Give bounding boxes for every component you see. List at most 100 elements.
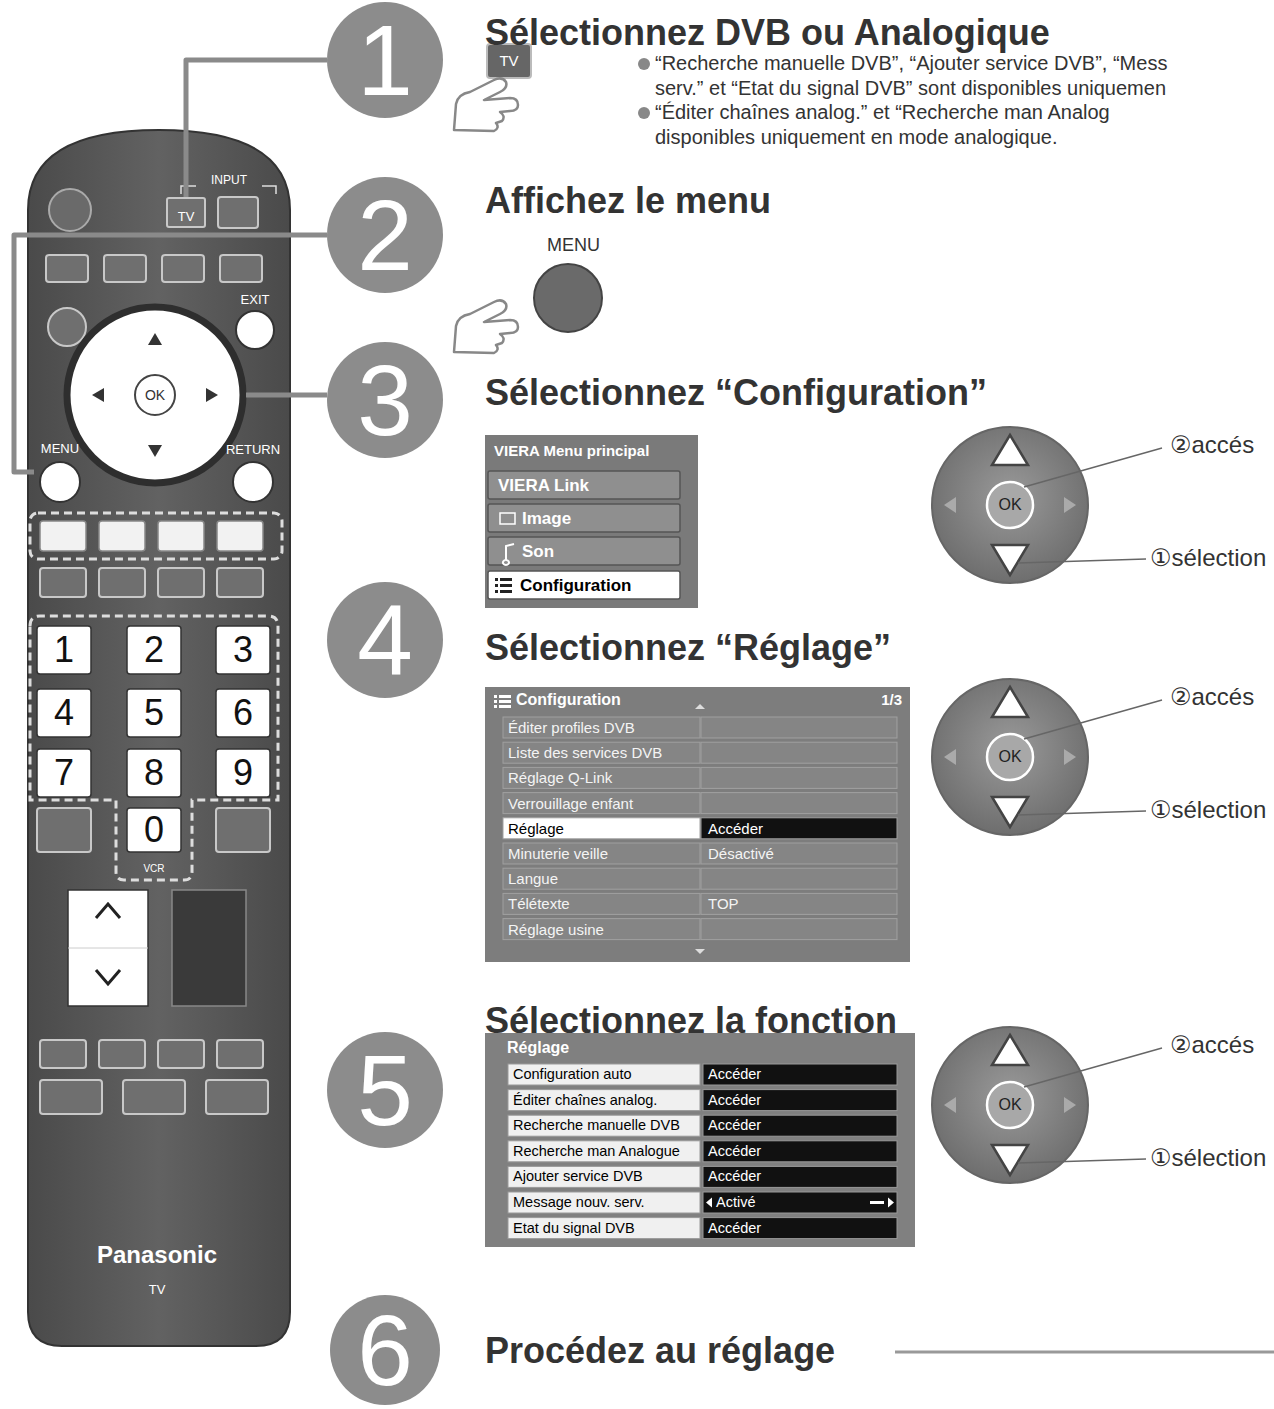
key-digit: 2 (144, 629, 164, 670)
drawn-shape (703, 1141, 897, 1162)
drawn-shape (944, 749, 956, 765)
drawn-shape (40, 521, 86, 551)
drawn-shape (454, 300, 518, 353)
drawn-shape (503, 818, 700, 839)
bullet (638, 58, 650, 119)
connector-line (14, 235, 327, 472)
key-digit: 6 (233, 692, 253, 733)
menu-item: VIERA Link (498, 476, 589, 496)
drawn-shape (233, 462, 273, 502)
drawn-shape (503, 843, 700, 864)
drawn-shape (485, 687, 910, 962)
drawn-shape (40, 568, 86, 597)
drawn-shape (40, 1040, 268, 1114)
drawn-shape (503, 742, 700, 763)
drawn-shape (127, 749, 181, 797)
drawn-shape (495, 584, 498, 587)
drawn-shape (68, 890, 148, 1006)
drawn-shape (508, 1064, 700, 1085)
drawn-shape (703, 1218, 897, 1239)
drawn-shape (701, 742, 897, 763)
drawn-shape (127, 808, 181, 852)
drawn-shape (28, 130, 290, 1346)
rule-line (895, 1351, 1274, 1354)
key-digit: 3 (233, 629, 253, 670)
drawn-shape (503, 868, 700, 889)
drawn-shape (158, 568, 204, 597)
note-text: “Éditer chaînes analog.” et “Recherche m… (655, 101, 1110, 124)
drawn-shape (217, 568, 263, 597)
drawn-shape (701, 919, 897, 940)
button-label: VCR (143, 863, 164, 875)
drawn-shape (503, 767, 700, 788)
drawn-shape (158, 521, 204, 551)
connector-line (246, 393, 327, 398)
drawn-shape (932, 427, 1088, 583)
note-text: “Recherche manuelle DVB”, “Ajouter servi… (655, 52, 1167, 75)
menu-value: Accéder (708, 820, 763, 837)
drawn-shape (987, 1082, 1033, 1128)
key-digit: 1 (54, 629, 74, 670)
drawn-shape (494, 705, 497, 708)
drawn-shape (216, 689, 270, 737)
button-label: RETURN (226, 443, 280, 458)
drawn-shape (488, 537, 680, 565)
navigation-pad: OK (64, 304, 246, 486)
menu-item: Réglage (508, 820, 564, 837)
menu-item: Son (522, 542, 554, 562)
step-number: 3 (327, 342, 443, 458)
menu-button: MENU (34, 440, 86, 504)
menu-item: Ajouter service DVB (513, 1168, 643, 1185)
node-text: 3 (357, 350, 413, 450)
callout-text: ①sélection (1150, 1144, 1266, 1172)
drawn-shape (488, 571, 680, 599)
drawn-shape (1024, 1048, 1162, 1087)
remote-control (28, 130, 290, 1346)
drawn-shape (127, 689, 181, 737)
drawn-shape (216, 808, 270, 852)
step-heading: Sélectionnez la fonction (485, 1000, 897, 1041)
drawn-shape (30, 513, 282, 559)
note-text: serv.” et “Etat du signal DVB” sont disp… (655, 77, 1166, 100)
drawn-shape (220, 255, 262, 282)
menu-item: Image (522, 509, 571, 529)
callout-text: ②accés (1170, 683, 1254, 711)
drawn-shape (162, 255, 204, 282)
drawn-shape (37, 808, 270, 852)
drawn-shape (703, 1166, 897, 1187)
key-digit: 8 (144, 752, 164, 793)
drawn-shape (206, 388, 218, 402)
drawn-shape (99, 1040, 145, 1068)
node-text: 5 (357, 1040, 413, 1140)
drawn-shape (37, 626, 270, 852)
drawn-shape (703, 1064, 897, 1085)
brand-name: Panasonic (97, 1241, 217, 1269)
step-number: 2 (327, 177, 443, 293)
menu-item: Message nouv. serv. (513, 1194, 645, 1211)
drawn-shape (706, 1198, 712, 1208)
button-label: INPUT (211, 174, 247, 188)
menu-value: Activé (716, 1194, 756, 1211)
drawn-shape (503, 717, 700, 738)
drawn-shape (123, 1080, 185, 1114)
drawn-shape (695, 704, 705, 709)
key-digit: 0 (144, 809, 164, 850)
drawn-shape (944, 1097, 956, 1113)
drawn-shape (236, 311, 274, 349)
drawn-shape (499, 700, 511, 703)
step-number: 1 (327, 2, 443, 118)
node-text: OK (134, 374, 176, 416)
note-text: disponibles uniquement en mode analogiqu… (655, 126, 1058, 149)
menu-value: Accéder (708, 1092, 761, 1109)
drawn-shape (46, 255, 88, 282)
drawn-shape (888, 1198, 894, 1208)
drawn-shape (508, 1115, 700, 1136)
drawn-shape (987, 482, 1033, 528)
drawn-shape (932, 1027, 1088, 1183)
menu-item: Réglage usine (508, 921, 604, 938)
drawn-shape (40, 1040, 86, 1068)
callout-text: ②accés (1170, 1031, 1254, 1059)
drawn-shape (503, 544, 514, 565)
ok-label: OK (998, 496, 1021, 514)
drawn-shape (1064, 749, 1076, 765)
